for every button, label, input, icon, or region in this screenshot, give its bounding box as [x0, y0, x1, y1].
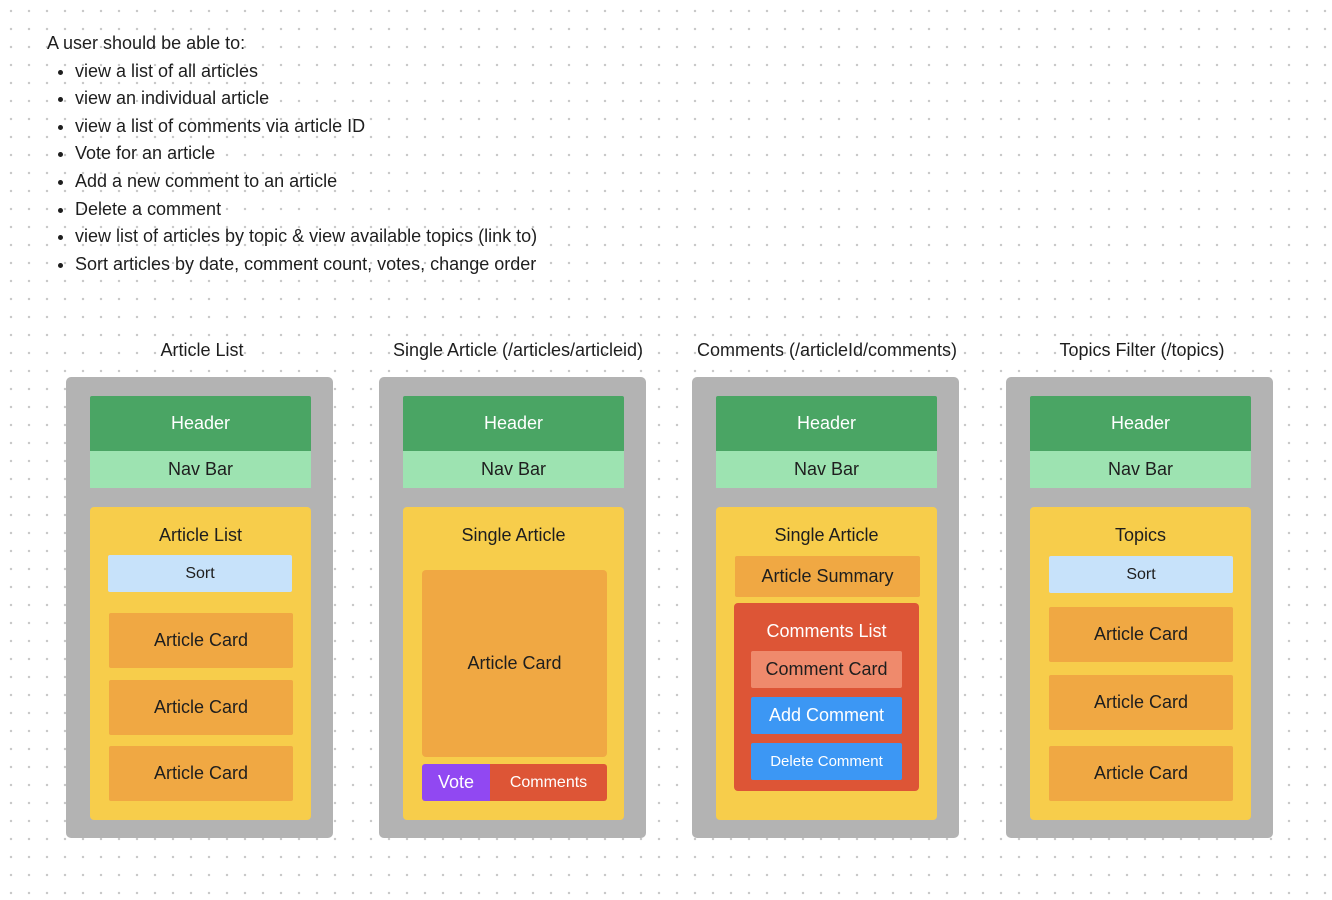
sort-block: Sort	[1049, 556, 1233, 593]
sort-block: Sort	[108, 555, 292, 592]
article-card-block: Article Card	[422, 570, 607, 757]
comments-list-panel: Comments List Comment Card Add Comment D…	[734, 603, 919, 791]
vote-block: Vote	[422, 764, 490, 801]
wireframe-topics: Header Nav Bar Topics Sort Article Card …	[1006, 377, 1273, 838]
requirement-item: Add a new comment to an article	[75, 168, 537, 196]
header-block: Header	[90, 396, 311, 451]
panel-title: Article List	[158, 525, 243, 545]
article-card-block: Article Card	[109, 746, 293, 801]
requirements-list: view a list of all articles view an indi…	[47, 58, 537, 279]
requirement-item: view a list of all articles	[75, 58, 537, 86]
comments-list-title: Comments List	[766, 621, 887, 641]
wireframe-title-single-article: Single Article (/articles/articleid)	[392, 340, 644, 360]
header-block: Header	[403, 396, 624, 451]
requirement-item: view a list of comments via article ID	[75, 113, 537, 141]
wireframe-title-topics: Topics Filter (/topics)	[1059, 340, 1225, 360]
panel-title: Topics	[1114, 525, 1167, 545]
requirement-item: view list of articles by topic & view av…	[75, 223, 537, 251]
article-summary-block: Article Summary	[735, 556, 920, 597]
requirements-intro: A user should be able to:	[47, 33, 246, 53]
panel-title: Single Article	[774, 525, 879, 545]
nav-bar-block: Nav Bar	[90, 451, 311, 488]
article-card-block: Article Card	[109, 680, 293, 735]
article-list-panel: Article List Sort Article Card Article C…	[90, 507, 311, 820]
nav-bar-block: Nav Bar	[716, 451, 937, 488]
article-card-block: Article Card	[1049, 675, 1233, 730]
requirement-item: Delete a comment	[75, 196, 537, 224]
nav-bar-block: Nav Bar	[1030, 451, 1251, 488]
single-article-panel: Single Article Article Summary Comments …	[716, 507, 937, 820]
requirement-item: Vote for an article	[75, 140, 537, 168]
wireframe-article-list: Header Nav Bar Article List Sort Article…	[66, 377, 333, 838]
wireframe-title-comments: Comments (/articleId/comments)	[696, 340, 958, 360]
comment-card-block: Comment Card	[751, 651, 902, 688]
header-block: Header	[1030, 396, 1251, 451]
requirement-item: Sort articles by date, comment count, vo…	[75, 251, 537, 279]
wireframe-single-article: Header Nav Bar Single Article Article Ca…	[379, 377, 646, 838]
nav-bar-block: Nav Bar	[403, 451, 624, 488]
delete-comment-block: Delete Comment	[751, 743, 902, 780]
wireframe-title-article-list: Article List	[160, 340, 244, 360]
panel-title: Single Article	[461, 525, 566, 545]
topics-panel: Topics Sort Article Card Article Card Ar…	[1030, 507, 1251, 820]
add-comment-block: Add Comment	[751, 697, 902, 734]
single-article-panel: Single Article Article Card Vote Comment…	[403, 507, 624, 820]
article-card-block: Article Card	[109, 613, 293, 668]
wireframe-comments: Header Nav Bar Single Article Article Su…	[692, 377, 959, 838]
article-card-block: Article Card	[1049, 607, 1233, 662]
requirement-item: view an individual article	[75, 85, 537, 113]
comments-block: Comments	[490, 764, 607, 801]
header-block: Header	[716, 396, 937, 451]
article-card-block: Article Card	[1049, 746, 1233, 801]
requirements-block: A user should be able to: view a list of…	[47, 30, 537, 278]
